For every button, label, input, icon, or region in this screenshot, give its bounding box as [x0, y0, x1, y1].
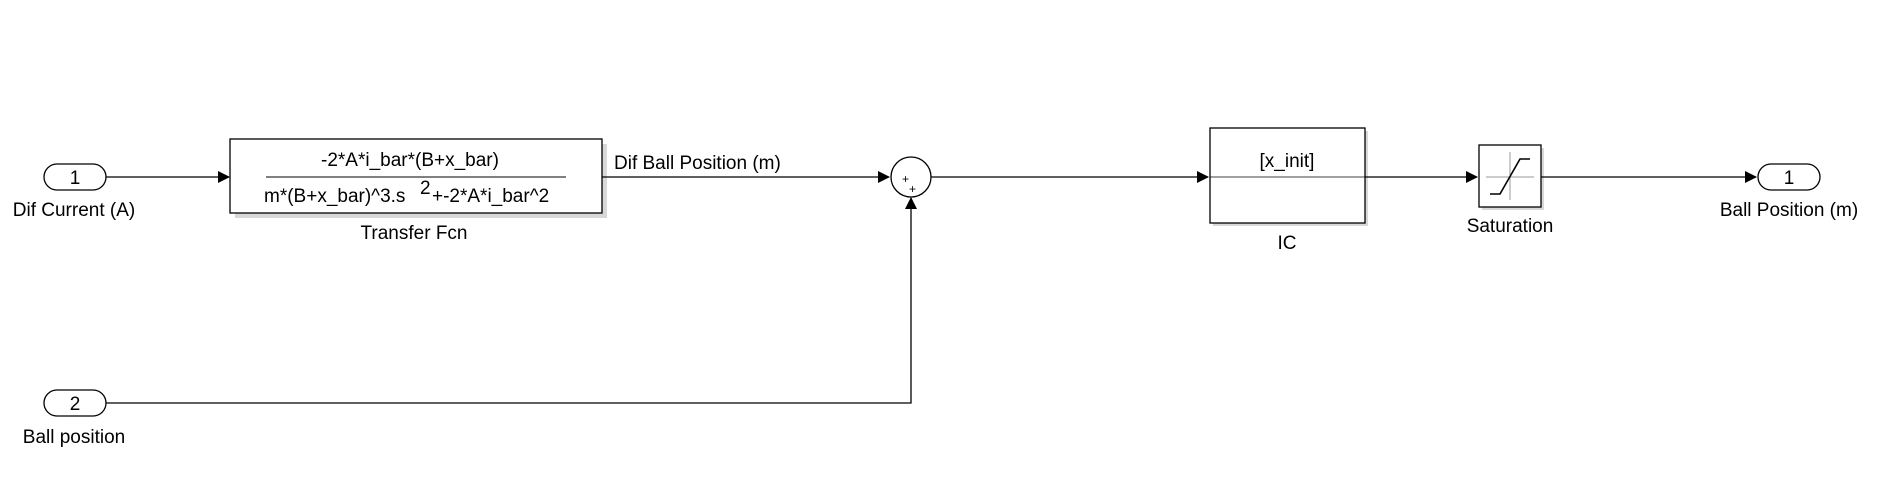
saturation-curve-icon — [1490, 158, 1530, 195]
inport-1[interactable]: 1 — [43, 163, 107, 191]
outport-1-label: Ball Position (m) — [1720, 200, 1858, 221]
inport-1-number: 1 — [70, 168, 81, 189]
saturation-block[interactable] — [1478, 144, 1544, 210]
sum-block[interactable]: + + — [890, 156, 932, 198]
wire-in2-to-sum — [106, 197, 917, 404]
inport-2-number: 2 — [70, 394, 81, 415]
inport-2[interactable]: 2 — [43, 389, 107, 417]
outport-1-number: 1 — [1784, 168, 1795, 189]
inport-1-label: Dif Current (A) — [13, 200, 135, 221]
transfer-fcn-block[interactable]: -2*A*i_bar*(B+x_bar) m*(B+x_bar)^3.s 2 +… — [229, 138, 607, 218]
ic-label: IC — [1278, 233, 1297, 254]
transfer-fcn-numerator: -2*A*i_bar*(B+x_bar) — [321, 150, 499, 171]
inport-2-label: Ball position — [23, 427, 125, 448]
transfer-fcn-denominator-exp: 2 — [420, 178, 431, 199]
sum-sign-top: + — [902, 172, 909, 186]
transfer-fcn-denominator-left: m*(B+x_bar)^3.s — [264, 186, 405, 207]
transfer-fcn-label: Transfer Fcn — [361, 223, 468, 244]
transfer-fcn-denominator-right: +-2*A*i_bar^2 — [432, 186, 549, 207]
ic-value: [x_init] — [1260, 151, 1315, 172]
signal-label: Dif Ball Position (m) — [614, 153, 781, 174]
saturation-label: Saturation — [1467, 216, 1554, 237]
sum-sign-bottom: + — [909, 182, 916, 196]
outport-1[interactable]: 1 — [1757, 163, 1821, 191]
ic-block[interactable]: [x_init] — [1209, 127, 1368, 226]
